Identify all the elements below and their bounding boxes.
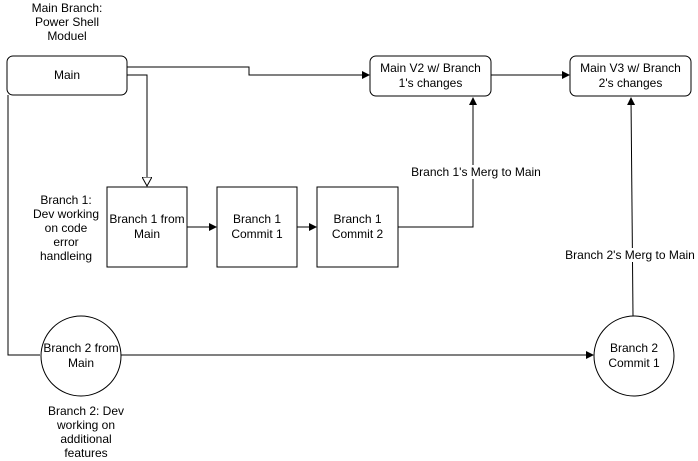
node-branch1-commit2-label: Branch 1 Commit 2 [317,187,398,267]
node-branch2-commit1-text: Branch 2 [609,341,659,355]
node-branch1-commit1-label: Branch 1 Commit 1 [217,187,297,267]
node-branch1-from-main [106,186,188,268]
node-main-v2-text: 1's changes [398,76,463,90]
node-main-v3-label: Main V3 w/ Branch 2's changes [570,56,691,96]
node-branch1-commit2 [316,186,399,268]
branch1-note-line: on code [44,221,88,235]
node-main-v2-text: Main V2 w/ Branch [380,61,481,75]
node-branch1-commit2-text: Branch 1 [333,212,382,226]
edge-main-to-branch2 [7,95,40,356]
edge-branch2-commit1-to-main-v3 [627,97,636,317]
main-branch-note-line: Power Shell [34,15,100,29]
branch2-note-line: additional [60,432,112,446]
branch1-merge-label: Branch 1's Merg to Main [400,165,552,179]
main-branch-note: Main Branch: Power Shell Moduel [14,1,120,43]
node-main-v2-label: Main V2 w/ Branch 1's changes [370,56,491,96]
branch2-note-line: working on [56,418,116,432]
node-branch2-from-main-text: Branch 2 from [43,341,119,355]
node-branch1-commit1 [216,186,298,268]
branch2-note-line: Branch 2: Dev [47,404,125,418]
main-branch-note-line: Main Branch: [31,1,103,15]
node-branch1-commit1-text: Branch 1 [232,212,282,226]
node-branch2-from-main-label: Branch 2 from Main [41,316,121,396]
branch1-note-line: Dev working [32,207,100,221]
node-main [6,55,128,96]
node-branch2-from-main-text: Main [67,356,94,370]
branch2-merge-label: Branch 2's Merg to Main [562,248,698,262]
edge-main-to-main-v2 [127,66,370,79]
node-branch1-commit2-text: Commit 2 [331,227,384,241]
node-branch1-from-main-text: Main [133,227,160,241]
node-branch1-commit1-text: Commit 1 [231,227,283,241]
branch1-note-line: handleing [39,249,93,263]
node-main-text: Main [53,68,80,82]
edge-commit2-to-main-v2 [398,97,477,228]
node-main-label: Main [7,56,127,95]
main-branch-note-line: Moduel [47,29,87,43]
branch1-note: Branch 1: Dev working on code error hand… [26,193,106,263]
node-main-v3-text: 2's changes [598,76,663,90]
node-main-v2 [369,55,492,97]
node-branch2-commit1-text: Commit 1 [608,356,660,370]
node-branch2-commit1 [593,315,675,397]
node-branch1-from-main-label: Branch 1 from Main [107,187,187,267]
node-main-v3 [569,55,692,97]
branch1-note-line: Branch 1: [40,193,92,207]
branch2-note: Branch 2: Dev working on additional feat… [36,404,136,460]
branch2-note-line: features [64,446,108,460]
node-main-v3-text: Main V3 w/ Branch [580,61,681,75]
node-branch2-from-main [40,315,122,397]
branch1-note-line: error [53,235,79,249]
node-branch2-commit1-label: Branch 2 Commit 1 [594,316,674,396]
edge-main-to-branch1 [127,74,147,186]
node-branch1-from-main-text: Branch 1 from [109,212,185,226]
